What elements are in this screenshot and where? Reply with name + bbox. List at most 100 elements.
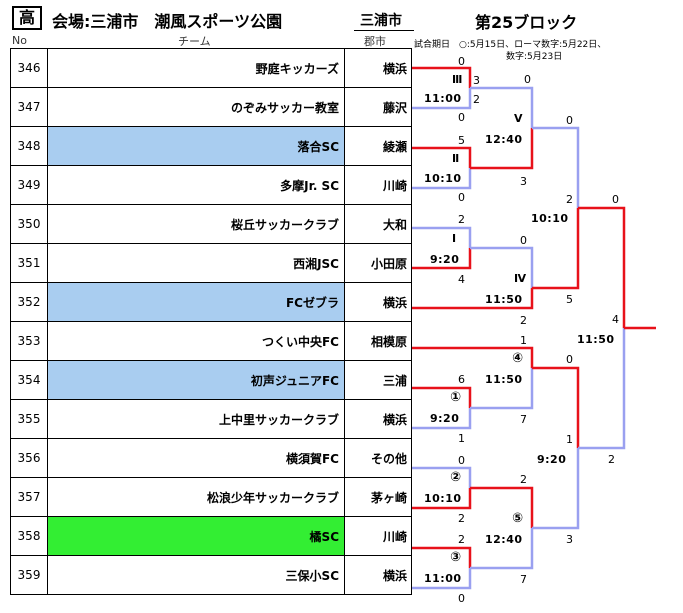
score: 2: [520, 473, 527, 486]
team-name: 野庭キッカーズ: [47, 48, 345, 88]
match-mark: Ⅴ: [514, 112, 524, 125]
bracket-line: [412, 466, 472, 488]
bracket-line: [412, 88, 472, 110]
bracket-line: [532, 126, 580, 208]
team-name: 松浪少年サッカークラブ: [47, 477, 345, 517]
team-city: 横浜: [344, 282, 412, 322]
score: 2: [520, 314, 527, 327]
team-name: 橘SC: [47, 516, 345, 556]
score: 0: [458, 55, 465, 68]
score: 0: [458, 454, 465, 467]
team-no: 359: [10, 555, 48, 595]
team-city: 茅ヶ崎: [344, 477, 412, 517]
col-no: No: [12, 34, 27, 47]
match-time: 11:50: [577, 333, 615, 346]
team-city: 相模原: [344, 321, 412, 361]
team-city: その他: [344, 438, 412, 478]
bracket-line: [412, 386, 472, 408]
bracket-line: [412, 168, 472, 190]
score: 2: [473, 93, 480, 106]
team-city: 横浜: [344, 399, 412, 439]
score: 0: [458, 191, 465, 204]
team-name: 横須賀FC: [47, 438, 345, 478]
score: 0: [524, 73, 531, 86]
bracket-line: [412, 66, 472, 88]
match-time: 11:50: [485, 293, 523, 306]
bracket-line: [412, 488, 472, 510]
score: 0: [566, 353, 573, 366]
bracket-line: [412, 226, 472, 248]
team-no: 350: [10, 204, 48, 244]
score: 2: [608, 453, 615, 466]
score: 3: [520, 175, 527, 188]
match-mark: ④: [512, 351, 524, 366]
score: 0: [458, 592, 465, 605]
team-city: 三浦: [344, 360, 412, 400]
score: 2: [458, 533, 465, 546]
team-city: 川崎: [344, 516, 412, 556]
team-name: 西湘JSC: [47, 243, 345, 283]
team-name: 上中里サッカークラブ: [47, 399, 345, 439]
score: 3: [473, 74, 480, 87]
score: 0: [612, 193, 619, 206]
match-time: 9:20: [537, 453, 567, 466]
bracket-line: [412, 288, 534, 310]
bracket-line: [470, 246, 534, 288]
score: 2: [566, 193, 573, 206]
schedule-note-1: 試合期日 ○:5月15日、ローマ数字:5月22日、: [414, 40, 607, 50]
team-no: 355: [10, 399, 48, 439]
bracket-line: [578, 206, 626, 328]
bracket-line: [470, 528, 534, 570]
match-mark: ③: [450, 550, 462, 565]
team-no: 351: [10, 243, 48, 283]
score: 4: [458, 273, 465, 286]
team-name: つくい中央FC: [47, 321, 345, 361]
team-no: 356: [10, 438, 48, 478]
match-time: 10:10: [424, 172, 462, 185]
bracket-line: [412, 568, 472, 590]
match-mark: Ⅳ: [514, 272, 527, 285]
team-name: 三保小SC: [47, 555, 345, 595]
score: 4: [612, 313, 619, 326]
score: 2: [458, 213, 465, 226]
bracket-line: [470, 128, 534, 170]
match-mark: ②: [450, 470, 462, 485]
team-name: 桜丘サッカークラブ: [47, 204, 345, 244]
match-mark: Ⅲ: [452, 73, 463, 86]
match-time: 9:20: [430, 412, 460, 425]
team-city: 横浜: [344, 555, 412, 595]
bracket-line: [412, 346, 534, 368]
score: 0: [458, 111, 465, 124]
bracket-line: [470, 486, 534, 528]
bracket-line: [412, 546, 472, 568]
team-city: 綾瀬: [344, 126, 412, 166]
score: 6: [458, 373, 465, 386]
match-mark: ⑤: [512, 511, 524, 526]
match-mark: Ⅰ: [452, 232, 457, 245]
score: 0: [520, 234, 527, 247]
score: 2: [458, 512, 465, 525]
bracket-line: [470, 368, 534, 410]
score: 1: [520, 334, 527, 347]
team-city: 川崎: [344, 165, 412, 205]
score: 5: [566, 293, 573, 306]
city-underline: [354, 30, 414, 31]
match-time: 12:40: [485, 533, 523, 546]
score: 5: [458, 134, 465, 147]
team-name: 落合SC: [47, 126, 345, 166]
team-city: 大和: [344, 204, 412, 244]
match-time: 12:40: [485, 133, 523, 146]
col-team: チーム: [178, 35, 211, 48]
city-title: 三浦市: [360, 13, 402, 29]
